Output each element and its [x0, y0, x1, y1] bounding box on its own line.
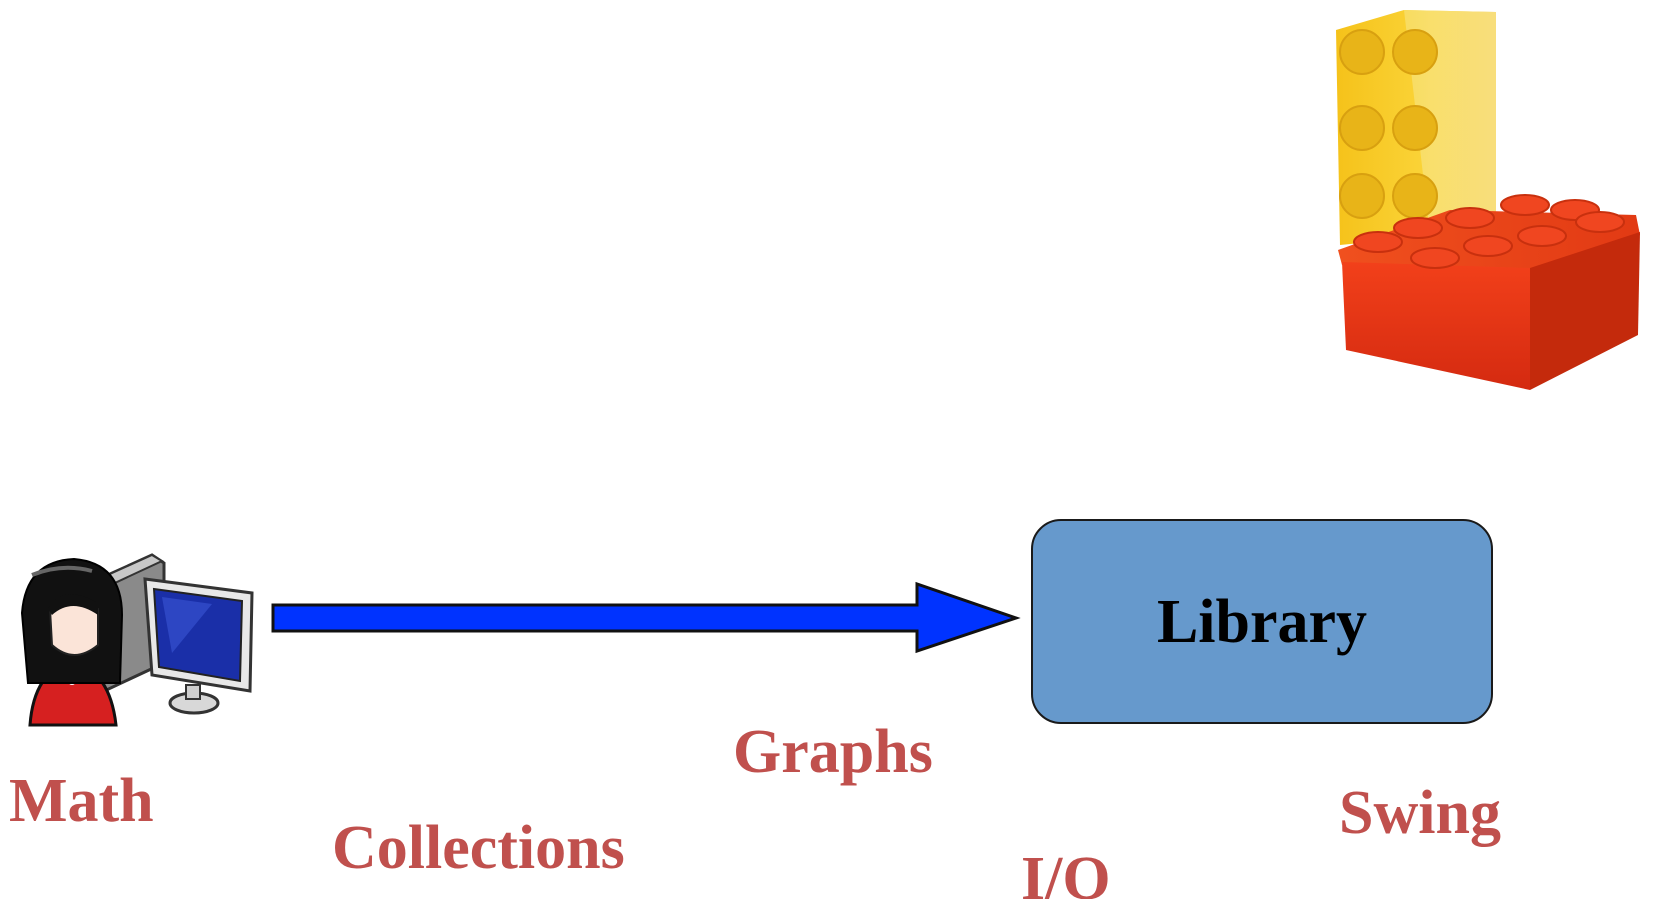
topic-graphs: Graphs — [733, 718, 933, 786]
user-at-computer-icon — [20, 553, 254, 727]
topic-collections: Collections — [332, 814, 625, 882]
topic-io: I/O — [1021, 845, 1111, 899]
library-box: Library — [1031, 519, 1493, 724]
topic-math: Math — [9, 767, 154, 835]
flow-arrow — [271, 581, 1021, 654]
lego-bricks-icon — [1336, 10, 1640, 390]
library-label: Library — [1156, 587, 1368, 656]
topic-swing: Swing — [1339, 779, 1501, 847]
